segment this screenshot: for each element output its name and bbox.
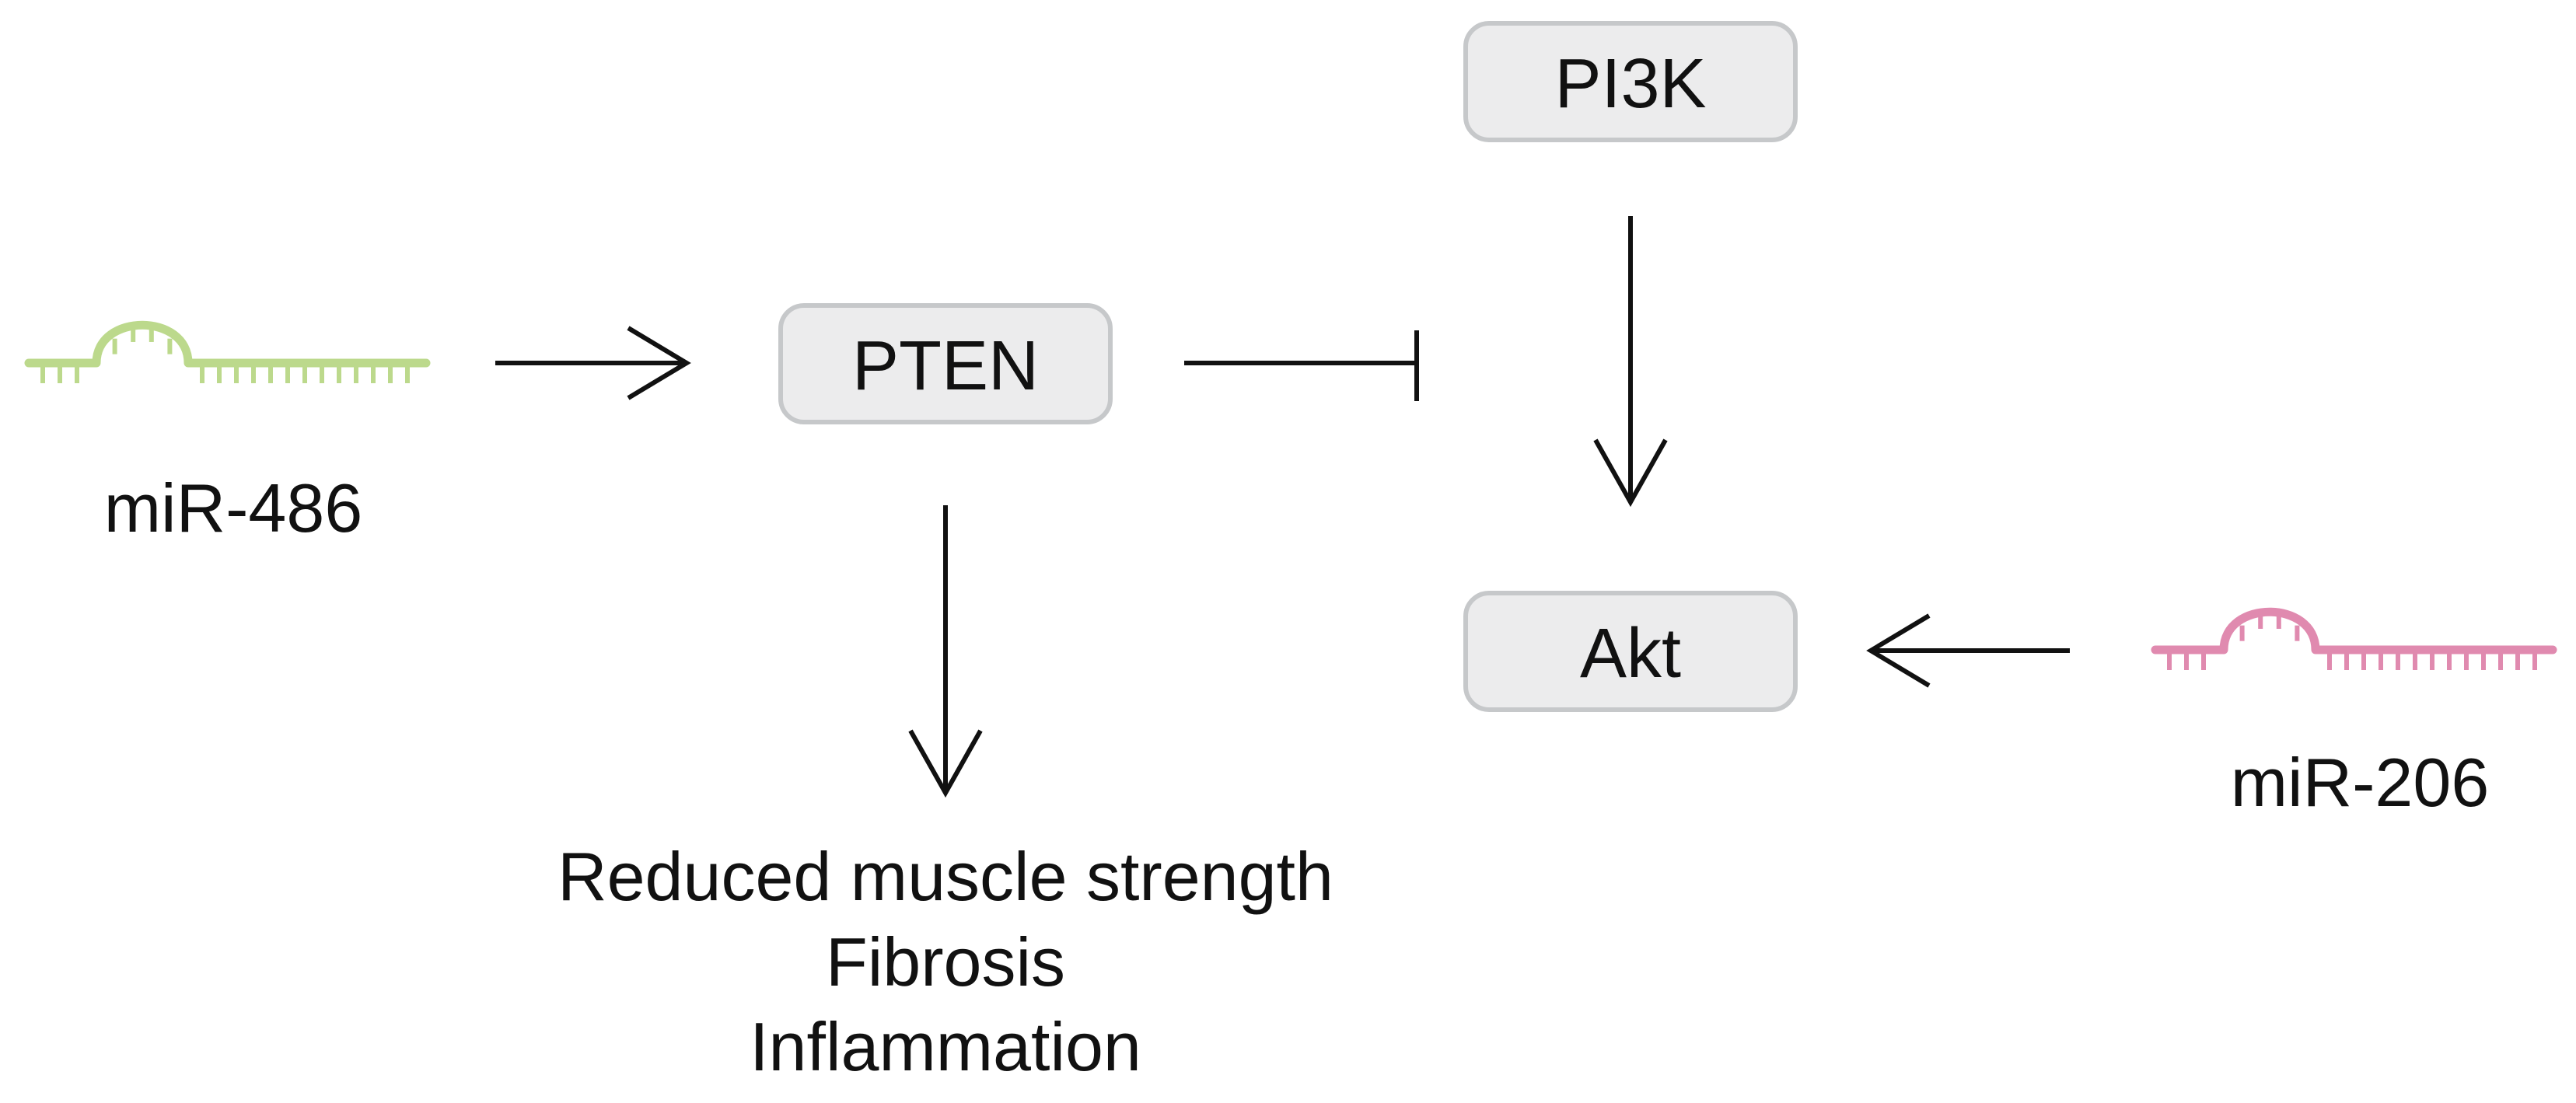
node-akt-box bbox=[1463, 591, 1798, 712]
node-pten-label: PTEN bbox=[852, 327, 1039, 405]
outcome-item: Reduced muscle strength bbox=[557, 838, 1333, 915]
arrowhead-icon bbox=[1593, 438, 1668, 508]
arrowhead-icon bbox=[908, 729, 983, 798]
arrowhead-icon bbox=[627, 326, 691, 400]
node-pten-box bbox=[778, 303, 1113, 424]
mirna-backbone bbox=[24, 320, 431, 368]
node-pi3k: PI3K bbox=[1463, 21, 1798, 142]
node-pten: PTEN bbox=[778, 303, 1113, 424]
edge-mir206-to-akt bbox=[1866, 613, 2070, 688]
edge-pten-to-outcomes bbox=[908, 505, 983, 798]
outcome-item: Fibrosis bbox=[826, 923, 1065, 1000]
node-pi3k-box bbox=[1463, 21, 1798, 142]
arrowhead-icon bbox=[1866, 613, 1931, 688]
edge-pi3k-to-akt bbox=[1593, 216, 1668, 508]
mirna-hairpin-icon bbox=[2151, 607, 2557, 670]
node-akt: Akt bbox=[1463, 591, 1798, 712]
edge-mir486-to-pten bbox=[495, 326, 691, 400]
outcomes-list: Reduced muscle strength Fibrosis Inflamm… bbox=[557, 838, 1333, 1085]
mir486-label: miR-486 bbox=[104, 469, 363, 546]
mirna-backbone bbox=[2151, 607, 2557, 654]
node-akt-label: Akt bbox=[1580, 615, 1681, 693]
node-pi3k-label: PI3K bbox=[1554, 45, 1706, 123]
edge-pten-inhibits-akt bbox=[1184, 330, 1419, 401]
outcome-item: Inflammation bbox=[750, 1008, 1141, 1085]
mir206-label: miR-206 bbox=[2231, 744, 2490, 821]
mirna-hairpin-icon bbox=[24, 320, 431, 383]
